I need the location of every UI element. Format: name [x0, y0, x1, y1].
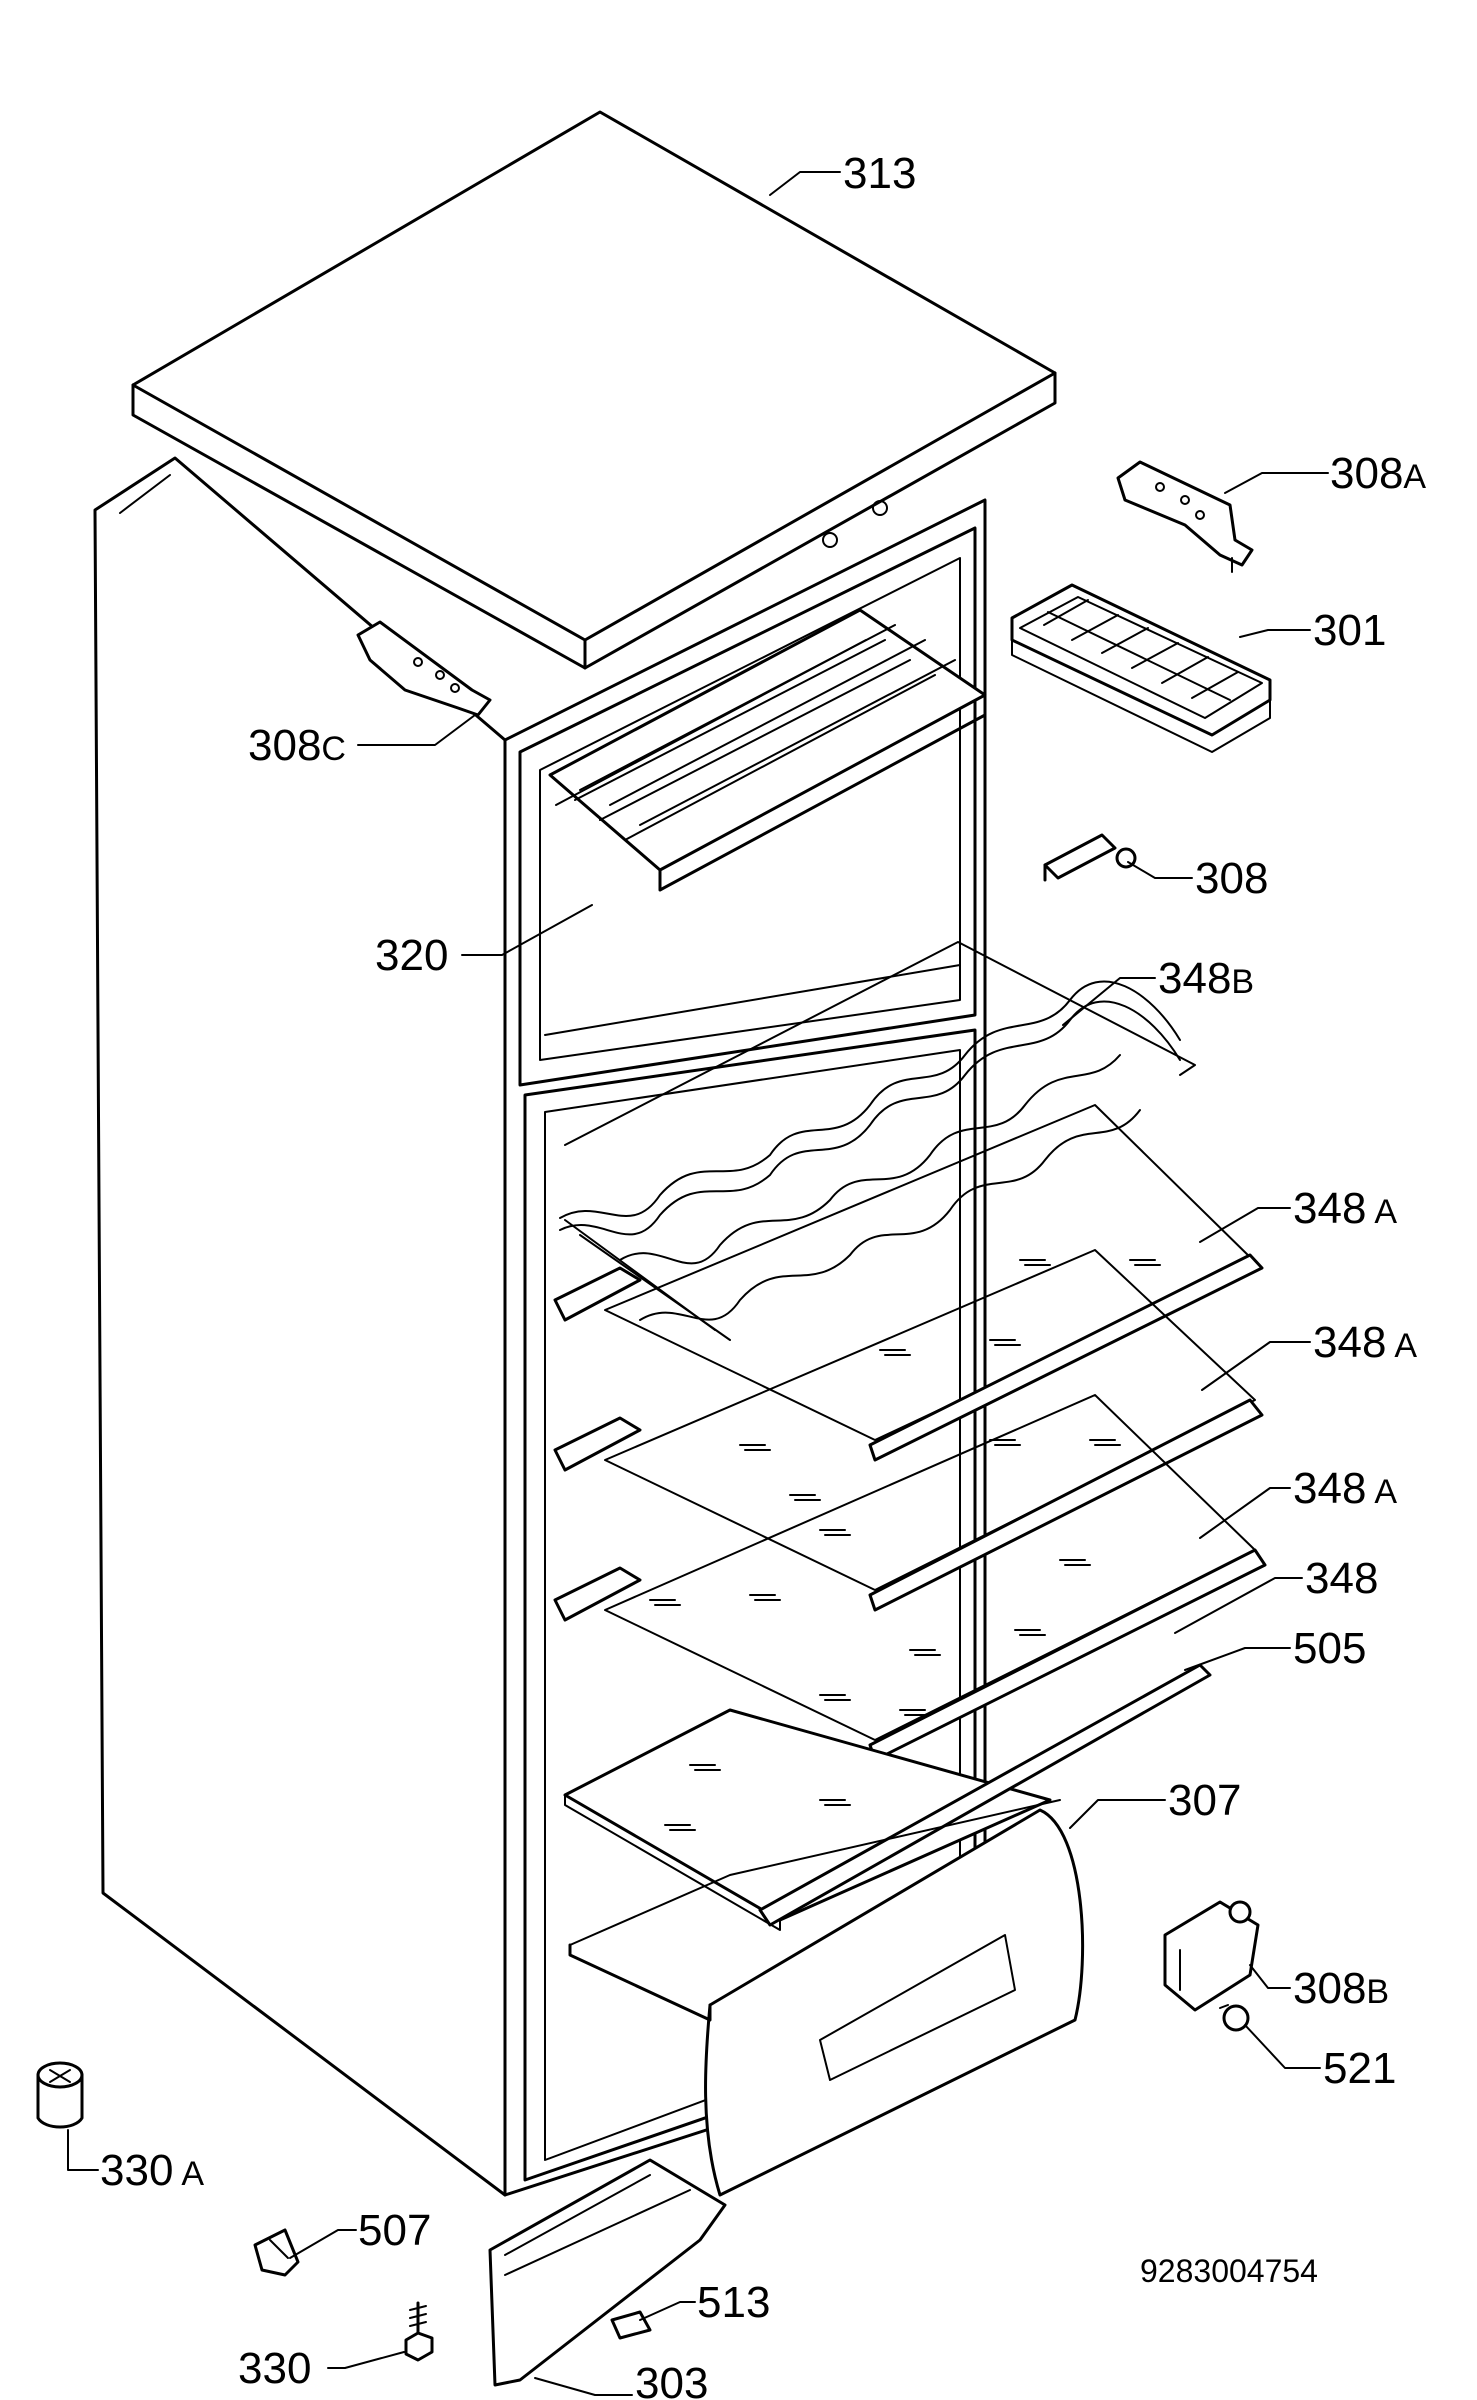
wine-rack-348b [559, 941, 1196, 1341]
callout-330: 330 [238, 2344, 311, 2393]
callout-507: 507 [358, 2206, 431, 2255]
callout-308a: 308A [1330, 449, 1426, 498]
glass-shelf-348a-1 [553, 1104, 1264, 1462]
callout-505: 505 [1293, 1624, 1366, 1673]
kick-plate-303 [488, 2158, 727, 2387]
lower-hinge-308b [1163, 1900, 1260, 2012]
callout-320: 320 [375, 931, 448, 980]
clip-513 [610, 2310, 652, 2340]
callout-301: 301 [1313, 606, 1386, 655]
callout-348b: 348B [1158, 954, 1254, 1003]
glass-shelf-348a-2 [553, 1249, 1264, 1612]
cabinet-body [93, 456, 987, 2197]
adjustable-foot-330a [36, 2061, 84, 2129]
hinge-bracket-308a [1116, 460, 1254, 573]
freezer-grid-shelf-320 [548, 608, 987, 892]
pin-521 [1219, 2004, 1250, 2032]
callout-348: 348 [1305, 1554, 1378, 1603]
hinge-bracket-308c [356, 620, 492, 717]
callout-307: 307 [1168, 1776, 1241, 1825]
ice-tray-301 [1010, 583, 1272, 753]
callout-513: 513 [697, 2278, 770, 2327]
trim-strip-505 [758, 1663, 1212, 1927]
drawing-number: 9283004754 [1140, 2253, 1318, 2289]
bracket-507 [253, 2228, 300, 2277]
bracket-308 [1043, 833, 1137, 882]
crisper-drawer-307 [568, 1799, 1085, 2197]
callout-303: 303 [635, 2359, 708, 2400]
callout-313: 313 [843, 149, 916, 198]
callout-521: 521 [1323, 2044, 1396, 2093]
callout-308b: 308B [1293, 1964, 1389, 2013]
callout-308c: 308C [248, 721, 346, 770]
screw-330 [404, 2301, 434, 2362]
crisper-glass-348 [563, 1708, 1052, 1931]
top-cover-313 [131, 110, 1057, 670]
leader-lines [67, 171, 1329, 2396]
callout-308: 308 [1195, 854, 1268, 903]
